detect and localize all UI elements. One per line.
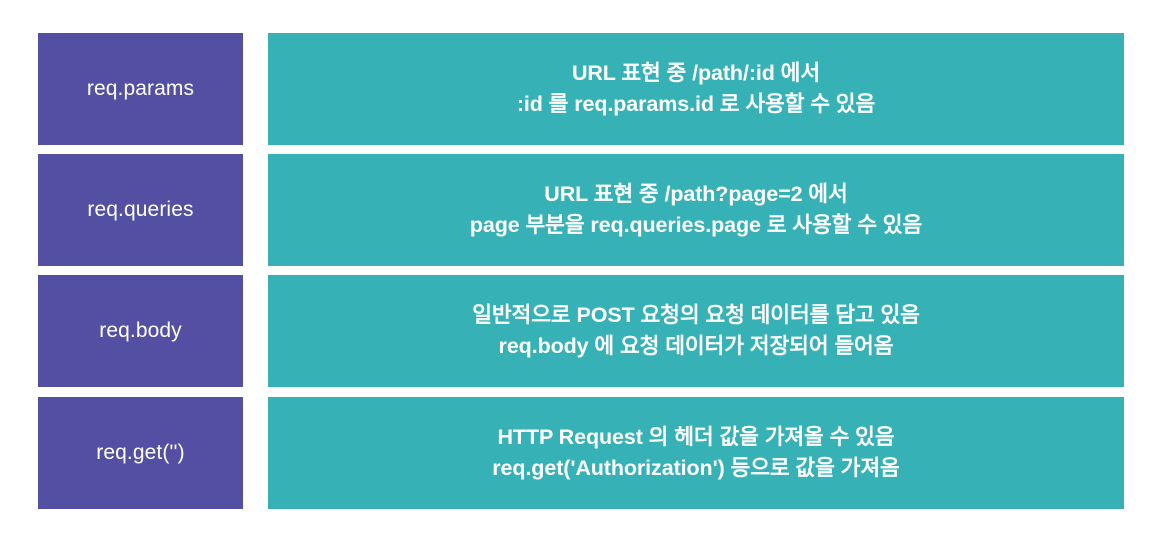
description-line: :id 를 req.params.id 로 사용할 수 있음: [516, 92, 876, 116]
description-line: 일반적으로 POST 요청의 요청 데이터를 담고 있음: [472, 303, 920, 328]
description-box-req-queries: URL 표현 중 /path?page=2 에서 page 부분을 req.qu…: [268, 154, 1124, 266]
term-box-req-get: req.get(''): [38, 397, 243, 509]
description-line: URL 표현 중 /path/:id 에서: [571, 61, 821, 86]
table-row: req.get('') HTTP Request 의 헤더 값을 가져올 수 있…: [0, 397, 1157, 509]
table-row: req.params URL 표현 중 /path/:id 에서 :id 를 r…: [0, 33, 1157, 145]
description-line: page 부분을 req.queries.page 로 사용할 수 있음: [469, 213, 923, 237]
description-line: URL 표현 중 /path?page=2 에서: [544, 182, 848, 207]
table-row: req.queries URL 표현 중 /path?page=2 에서 pag…: [0, 154, 1157, 266]
term-label: req.params: [86, 77, 195, 101]
term-label: req.get(''): [96, 441, 185, 465]
description-box-req-params: URL 표현 중 /path/:id 에서 :id 를 req.params.i…: [268, 33, 1124, 145]
term-label: req.queries: [87, 198, 194, 222]
description-box-req-get: HTTP Request 의 헤더 값을 가져올 수 있음 req.get('A…: [268, 397, 1124, 509]
term-box-req-body: req.body: [38, 275, 243, 387]
description-line: HTTP Request 의 헤더 값을 가져올 수 있음: [497, 425, 895, 450]
description-box-req-body: 일반적으로 POST 요청의 요청 데이터를 담고 있음 req.body 에 …: [268, 275, 1124, 387]
description-line: req.body 에 요청 데이터가 저장되어 들어옴: [498, 334, 894, 358]
term-box-req-params: req.params: [38, 33, 243, 145]
term-label: req.body: [99, 319, 182, 343]
table-row: req.body 일반적으로 POST 요청의 요청 데이터를 담고 있음 re…: [0, 275, 1157, 387]
term-box-req-queries: req.queries: [38, 154, 243, 266]
description-line: req.get('Authorization') 등으로 값을 가져옴: [492, 456, 900, 480]
